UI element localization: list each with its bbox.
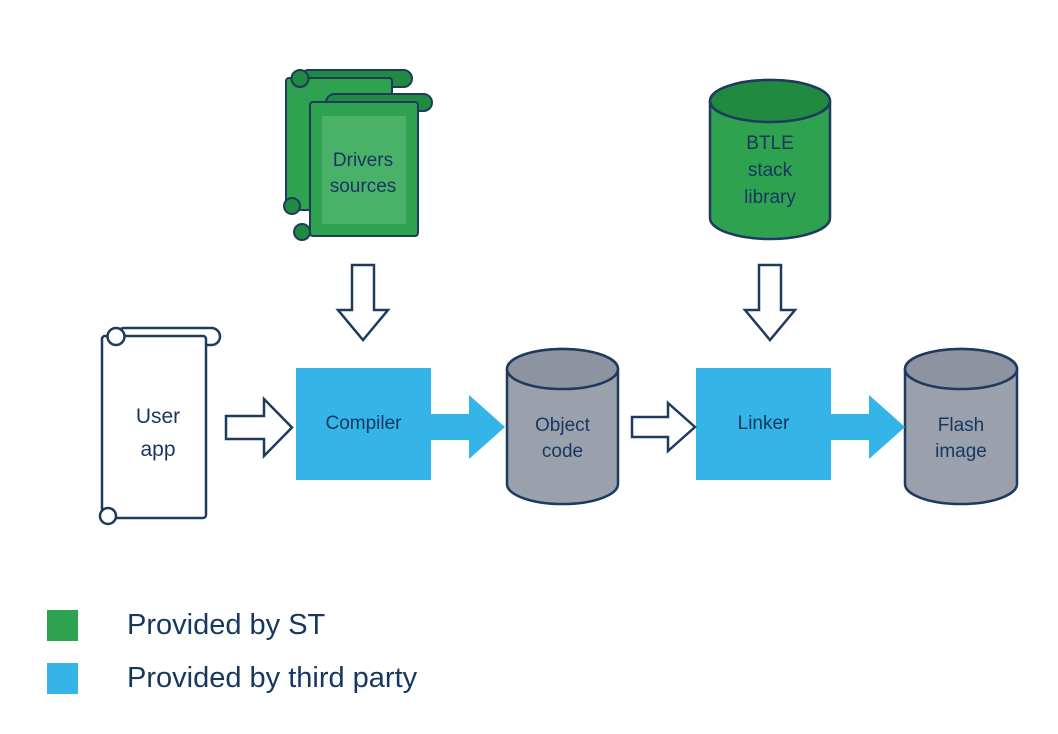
arrow-object-code-to-linker [630,400,697,454]
right-arrow-icon [224,395,294,460]
node-label: Object code [535,415,590,462]
legend-label: Provided by third party [127,662,418,694]
scroll-pair-icon [283,69,433,241]
right-arrow-solid-icon [429,395,505,459]
node-drivers-sources: Drivers sources [278,64,440,250]
node-btle-stack-library: BTLE stack library [705,78,835,241]
node-label: User app [135,405,181,461]
right-arrow-icon [630,400,697,454]
node-linker: Linker [696,368,831,480]
right-arrow-solid-icon [829,395,905,459]
legend-item-provided-by-st: Provided by ST [47,610,417,641]
scroll-shape [98,326,222,526]
down-arrow-icon [335,263,391,342]
node-object-code: Object code [504,347,621,506]
cylinder-icon [903,347,1019,506]
scroll-icon [98,326,222,526]
arrow-user-app-to-compiler [224,395,294,460]
cylinder-icon [505,347,620,506]
legend-item-provided-by-third-party: Provided by third party [47,663,417,694]
node-user-app: User app [98,320,224,528]
front-scroll-shape [293,93,433,241]
node-compiler: Compiler [296,368,431,480]
arrow-btle-to-linker [742,263,798,342]
node-label: Drivers sources [329,150,397,197]
third-party-blue-swatch-icon [47,663,78,694]
node-flash-image: Flash image [901,347,1021,506]
node-label: Linker [737,413,790,434]
cylinder-icon [708,78,832,241]
node-label: Flash image [935,415,987,462]
down-arrow-icon [742,263,798,342]
node-label: Compiler [325,413,402,434]
legend: Provided by ST Provided by third party [47,610,417,694]
arrow-compiler-to-object-code [429,395,505,459]
node-label: BTLE stack library [744,133,796,208]
arrow-linker-to-flash-image [829,395,905,459]
st-green-swatch-icon [47,610,78,641]
legend-label: Provided by ST [127,609,326,641]
arrow-drivers-to-compiler [335,263,391,342]
